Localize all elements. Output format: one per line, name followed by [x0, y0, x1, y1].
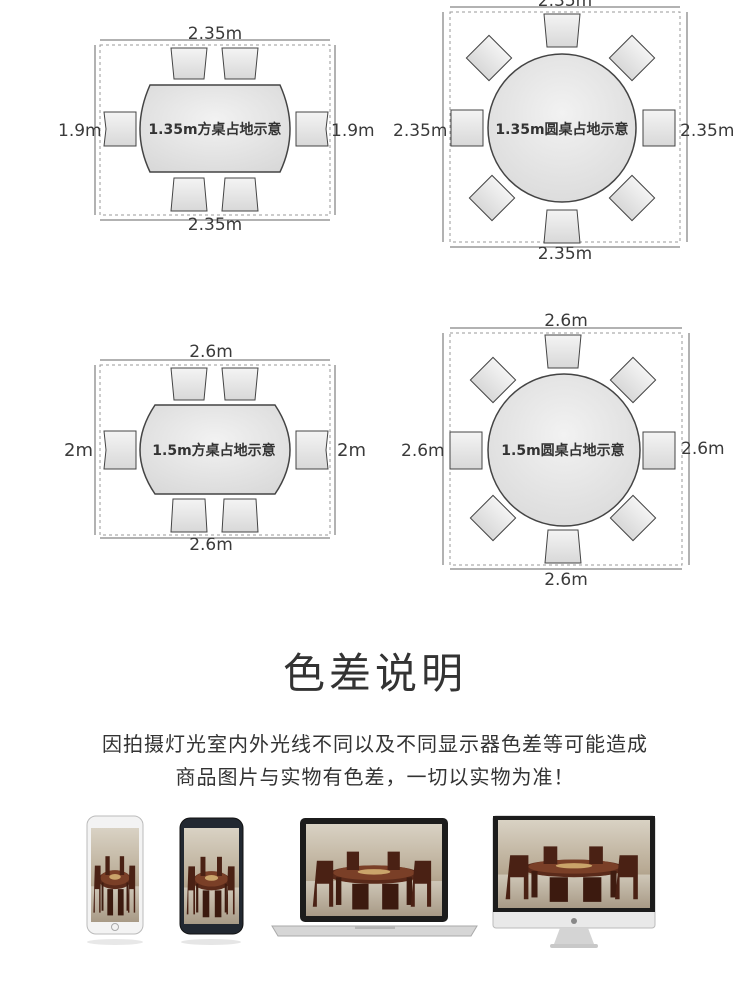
dimension-bottom-label: 2.6m — [189, 535, 233, 555]
dimension-top-label: 2.6m — [544, 311, 588, 331]
chair — [450, 109, 484, 147]
chair — [170, 177, 208, 212]
section-title: 色差说明 — [282, 649, 467, 698]
chair — [608, 174, 656, 222]
chair — [221, 498, 259, 533]
laptop — [271, 818, 478, 937]
chair — [469, 494, 517, 542]
dimension-bottom-label: 2.35m — [188, 215, 242, 235]
table-top — [487, 53, 637, 203]
chair — [468, 174, 516, 222]
dimension-bottom-label: 2.35m — [538, 244, 592, 264]
chair — [449, 431, 483, 470]
chair — [170, 498, 208, 533]
chair — [170, 47, 208, 80]
table-top — [139, 84, 291, 173]
diagram-rect-135: 2.35m 2.35m 1.9m 1.9m 1.35m方桌占地示意 — [58, 24, 375, 235]
diagram-rect-15: 2.6m 2.6m 2m 2m 1.5m方桌占地示意 — [64, 342, 366, 555]
diagram-round-135: 2.35m 2.35m 2.35m 2.35m 1.35m圆桌占地示意 — [393, 0, 734, 264]
chair — [221, 177, 259, 212]
chair — [642, 109, 676, 147]
dimension-right-label: 2m — [337, 440, 366, 461]
footprint-area — [99, 44, 331, 216]
chair — [609, 356, 657, 404]
home-button-icon — [111, 923, 119, 931]
chair — [609, 494, 657, 542]
desktop-monitor — [492, 815, 656, 948]
table-label: 1.5m方桌占地示意 — [152, 442, 275, 459]
chair — [544, 334, 582, 369]
dimension-top-label: 2.6m — [189, 342, 233, 362]
dimension-top-label: 2.35m — [538, 0, 592, 11]
phone-dark — [179, 817, 244, 945]
table-top — [487, 373, 641, 527]
chair — [543, 209, 581, 244]
chair — [103, 111, 137, 147]
chair — [221, 367, 259, 401]
table-top — [139, 404, 291, 495]
table-footprint-diagrams: 2.35m 2.35m 1.9m 1.9m 1.35m方桌占地示意 2.35m … — [58, 0, 734, 590]
table-label: 1.35m方桌占地示意 — [148, 121, 281, 138]
chair — [544, 529, 582, 564]
chair — [469, 356, 517, 404]
chair — [543, 13, 581, 48]
table-label: 1.35m圆桌占地示意 — [495, 121, 628, 138]
phone-white — [86, 815, 144, 945]
chair — [221, 47, 259, 80]
apple-logo-icon — [571, 918, 577, 924]
chair — [642, 431, 676, 470]
dimension-right-label: 2.6m — [681, 439, 725, 459]
dimension-bottom-label: 2.6m — [544, 570, 588, 590]
footprint-area — [99, 364, 331, 536]
dimension-left-label: 1.9m — [58, 121, 102, 141]
dimension-right-label: 2.35m — [680, 121, 734, 141]
footprint-area — [449, 11, 681, 243]
device-comparison-images — [86, 815, 656, 948]
dimension-right-label: 1.9m — [331, 121, 375, 141]
dimension-top-label: 2.35m — [188, 24, 242, 44]
description-line-2: 商品图片与实物有色差，一切以实物为准！ — [175, 765, 575, 789]
dimension-left-label: 2.6m — [401, 441, 445, 461]
chair — [295, 430, 329, 470]
chair — [295, 111, 329, 147]
diagram-round-15: 2.6m 2.6m 2.6m 2.6m 1.5m圆桌占地示意 — [401, 311, 725, 590]
dimension-left-label: 2.35m — [393, 121, 447, 141]
chair — [103, 430, 137, 470]
chair — [608, 34, 656, 82]
chair — [170, 367, 208, 401]
table-label: 1.5m圆桌占地示意 — [501, 442, 624, 459]
dimension-left-label: 2m — [64, 440, 93, 461]
chair — [465, 34, 513, 82]
description-line-1: 因拍摄灯光室内外光线不同以及不同显示器色差等可能造成 — [102, 732, 648, 756]
